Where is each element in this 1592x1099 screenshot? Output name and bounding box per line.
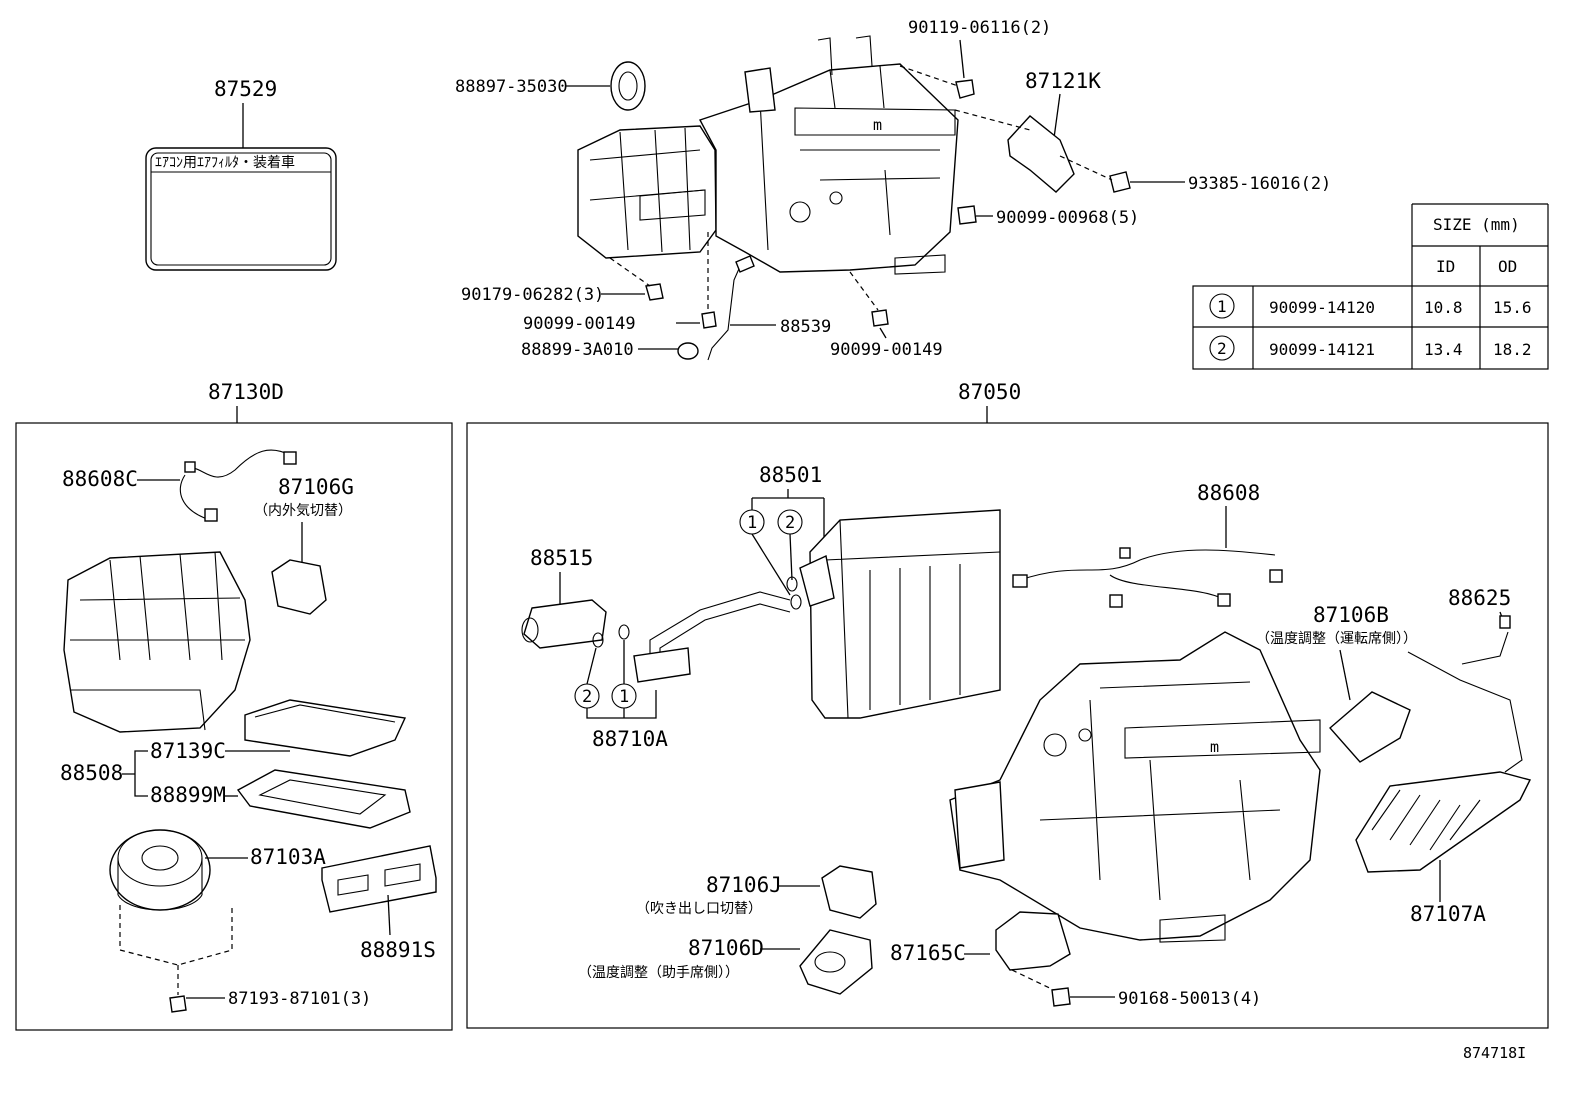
drain-pipe-88539: 88539: [707, 255, 831, 361]
screw-90099-00149-right: 90099-00149: [830, 271, 943, 360]
part-number-87106b: 87106B: [1313, 603, 1389, 627]
servo-j-description: （吹き出し口切替）: [636, 901, 762, 917]
table-row-part: 90099-14120: [1269, 298, 1375, 317]
part-number-87130d: 87130D: [208, 380, 284, 404]
filter-label-text: ｴｱｺﾝ用ｴｱﾌｨﾙﾀ・装着車: [155, 154, 295, 171]
table-row-od: 18.2: [1493, 340, 1532, 359]
nut-90179: 90179-06282(3): [461, 257, 664, 305]
part-number-88897-35030: 88897-35030: [455, 77, 568, 97]
bolt-90119: 90119-06116(2): [899, 18, 1051, 99]
table-row-part: 90099-14121: [1269, 340, 1375, 359]
part-number-90099-00968: 90099-00968(5): [996, 208, 1139, 228]
part-number-88710a: 88710A: [592, 727, 668, 751]
part-number-88508: 88508: [60, 761, 123, 785]
part-number-88899m: 88899M: [150, 783, 226, 807]
part-number-87106j: 87106J: [706, 873, 782, 897]
blower-box-87130d: 87130D 88608C 87106G （内外気切替） 87139C 8850…: [15, 380, 453, 1031]
part-number-90099-00149-left: 90099-00149: [523, 314, 636, 334]
grommet-88899-3a010: 88899-3A010: [521, 340, 699, 360]
filter-label-group: 87529 ｴｱｺﾝ用ｴｱﾌｨﾙﾀ・装着車: [145, 77, 337, 271]
table-header-size: SIZE (mm): [1433, 215, 1520, 234]
circle-marker-1: 1: [619, 687, 629, 707]
part-number-87103a: 87103A: [250, 845, 326, 869]
table-col-od: OD: [1498, 257, 1517, 276]
part-number-87193-87101: 87193-87101(3): [228, 989, 371, 1009]
part-number-88539: 88539: [780, 317, 831, 337]
grommet-88897: 88897-35030: [455, 61, 646, 111]
circle-marker-1: 1: [747, 513, 757, 533]
part-number-87121k: 87121K: [1025, 69, 1101, 93]
table-row-num: 1: [1217, 297, 1227, 316]
part-number-90119-06116: 90119-06116(2): [908, 18, 1051, 38]
part-number-87107a: 87107A: [1410, 902, 1486, 926]
table-row-id: 10.8: [1424, 298, 1463, 317]
table-row: 2 90099-14121 13.4 18.2: [1209, 335, 1532, 361]
part-number-88891s: 88891S: [360, 938, 436, 962]
part-number-88501: 88501: [759, 463, 822, 487]
part-number-90099-00149-right: 90099-00149: [830, 340, 943, 360]
circle-marker-2: 2: [785, 513, 795, 533]
diagram-reference-number: 874718I: [1463, 1044, 1526, 1062]
table-row-id: 13.4: [1424, 340, 1463, 359]
part-number-88899-3a010: 88899-3A010: [521, 340, 634, 360]
servo-d-description: （温度調整（助手席側））: [578, 965, 739, 981]
size-table: SIZE (mm) ID OD 1 90099-14120 10.8 15.6 …: [1192, 203, 1549, 370]
part-number-88608: 88608: [1197, 481, 1260, 505]
part-number-87529: 87529: [214, 77, 277, 101]
screw-90099-00968: 90099-00968(5): [957, 205, 1139, 228]
bracket-87121k: 87121K: [954, 69, 1101, 193]
part-number-90179-06282: 90179-06282(3): [461, 285, 604, 305]
table-row: 1 90099-14120 10.8 15.6: [1209, 293, 1532, 319]
part-number-88608c: 88608C: [62, 467, 138, 491]
part-number-90168-50013: 90168-50013(4): [1118, 989, 1261, 1009]
circle-marker-2: 2: [582, 687, 592, 707]
table-row-od: 15.6: [1493, 298, 1532, 317]
part-number-87106d: 87106D: [688, 936, 764, 960]
part-number-87050: 87050: [958, 380, 1021, 404]
table-row-num: 2: [1217, 339, 1227, 358]
svg-text:m: m: [873, 116, 882, 134]
servo-g-description: （内外気切替）: [254, 503, 352, 519]
screw-90099-00149-left: 90099-00149: [523, 232, 717, 334]
part-number-88625: 88625: [1448, 586, 1511, 610]
part-number-87106g: 87106G: [278, 475, 354, 499]
screw-93385: 93385-16016(2): [1059, 155, 1331, 194]
servo-b-description: （温度調整（運転席側））: [1256, 631, 1417, 647]
part-number-88515: 88515: [530, 546, 593, 570]
part-number-87165c: 87165C: [890, 941, 966, 965]
heater-box-87050: 87050 88501 1 2 88515 2 1: [466, 380, 1549, 1029]
part-number-87139c: 87139C: [150, 739, 226, 763]
filter-label-plate: [145, 147, 337, 271]
part-number-93385-16016: 93385-16016(2): [1188, 174, 1331, 194]
svg-text:m: m: [1210, 738, 1219, 756]
table-col-id: ID: [1436, 257, 1455, 276]
top-unit-assembly: m: [577, 35, 959, 275]
